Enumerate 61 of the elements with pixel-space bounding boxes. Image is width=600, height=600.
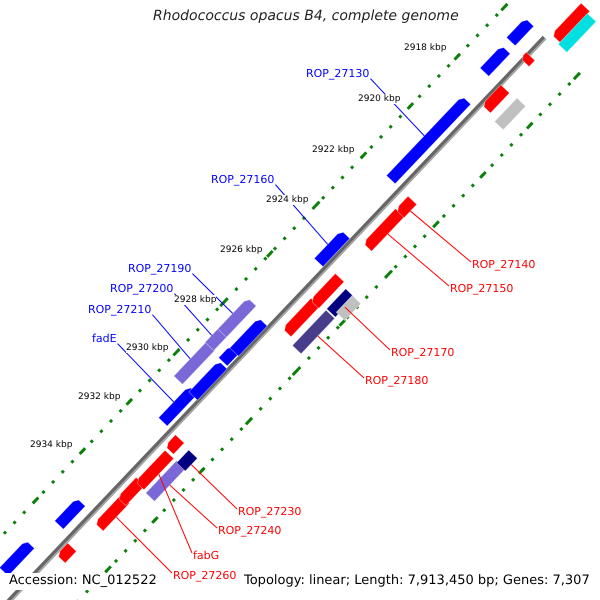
gene-block (58, 542, 77, 564)
gene-name: ROP_27190 (128, 263, 192, 276)
gene-name: ROP_27140 (472, 259, 536, 272)
leader-line (117, 343, 174, 402)
gene-block (96, 494, 130, 532)
gene-name: ROP_27260 (173, 570, 236, 583)
gene-block (553, 2, 590, 44)
gene-bar (336, 294, 362, 321)
leader-line (169, 484, 218, 528)
leader-line (344, 306, 390, 350)
tick-label: 2926 kbp (220, 245, 262, 256)
tick-label: 2922 kbp (312, 145, 354, 156)
gene-block (137, 450, 174, 490)
leader-line (116, 516, 172, 574)
gene-block (484, 84, 510, 114)
gene-name: fadE (92, 333, 117, 346)
gene-bar (176, 450, 198, 472)
leader-line (190, 464, 238, 510)
gene-name: ROP_27170 (391, 347, 454, 360)
leader-line (387, 234, 450, 286)
gene-bar (145, 460, 186, 502)
gene-block (480, 47, 511, 77)
gene-block (312, 273, 344, 309)
gene-block (188, 362, 228, 401)
gene-name: fabG (193, 550, 220, 563)
gene-name: ROP_27160 (211, 174, 274, 187)
gene-block (54, 500, 86, 530)
gene-block (166, 434, 185, 455)
gene-bar (292, 310, 336, 354)
gene-block (506, 20, 534, 46)
gene-block (314, 232, 350, 268)
gene-name: ROP_27210 (88, 304, 152, 317)
gene-name: ROP_27200 (110, 283, 174, 296)
gene-name: ROP_27180 (365, 375, 428, 388)
gene-block (229, 319, 268, 357)
gene-block (522, 52, 536, 67)
tick-label: 2932 kbp (78, 392, 120, 402)
leader-line (152, 314, 191, 360)
leader-line (317, 336, 364, 378)
gene-name: ROP_27240 (218, 525, 282, 538)
chart-title: Rhodococcus opacus B4, complete genome (153, 8, 459, 24)
gene-name: ROP_27130 (306, 68, 370, 81)
gene-name: ROP_27150 (450, 283, 514, 296)
gene-block (397, 196, 418, 218)
gene-block (284, 298, 320, 338)
tick-label: 2920 kbp (358, 94, 400, 104)
gene-name: ROP_27230 (238, 506, 302, 519)
leader-line (410, 210, 472, 262)
gene-bar (558, 12, 597, 53)
tick-label: 2930 kbp (126, 343, 168, 354)
gene-block (364, 208, 405, 252)
gene-bar (494, 98, 526, 130)
gene-block (217, 299, 257, 338)
gene-bar (204, 328, 228, 351)
leader-line (192, 273, 234, 314)
tick-label: 2918 kbp (404, 43, 446, 54)
tick-label: 2934 kbp (30, 440, 72, 450)
gene-bar (173, 341, 216, 385)
tick-label: 2928 kbp (174, 295, 216, 306)
leader-line (158, 474, 192, 554)
tick-label: 2924 kbp (266, 195, 308, 206)
